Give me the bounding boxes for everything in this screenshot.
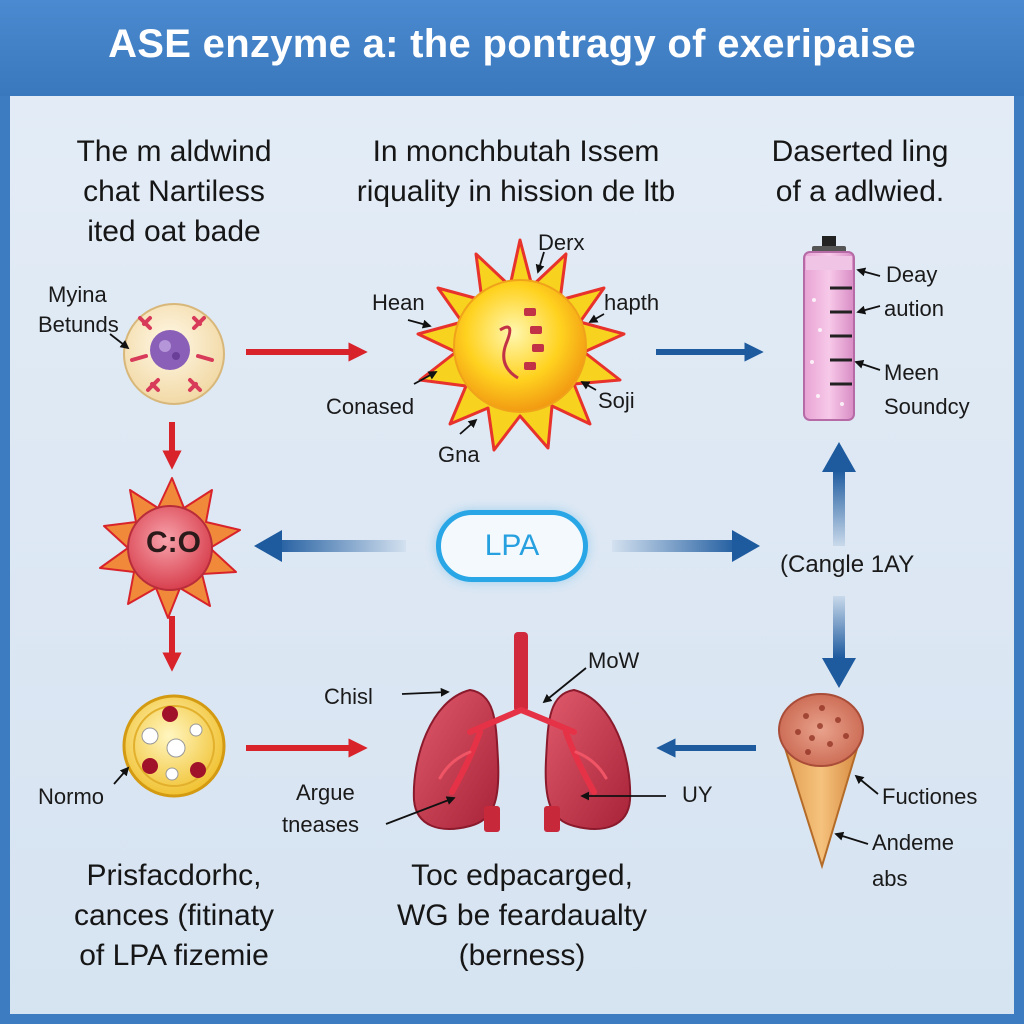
caption-line: riquality in hission de ltb: [356, 175, 676, 208]
caption-line: of a adlwied.: [775, 175, 945, 208]
caption-line: In monchbutah Issem: [372, 135, 660, 168]
label-tneases: tneases: [282, 812, 360, 837]
caption-line: Prisfacdorhc,: [86, 859, 262, 892]
spiky-cell-icon: [99, 477, 241, 619]
label-argue: Argue: [296, 780, 355, 805]
caption-line: ited oat bade: [87, 215, 261, 248]
caption-line: Toc edpacarged,: [411, 859, 633, 892]
label-normo: Normo: [38, 784, 105, 809]
caption-line: chat Nartiless: [83, 175, 265, 208]
vesicle-icon: [122, 694, 226, 798]
label-aution: aution: [884, 296, 944, 321]
arrow-lpa-to-right: [612, 540, 740, 552]
label-conased: Conased: [326, 394, 415, 419]
caption-bottom-left: Prisfacdorhc, cances (fitinaty of LPA fi…: [22, 856, 326, 976]
caption-top-center: In monchbutah Issem riquality in hission…: [318, 132, 714, 212]
sun-enzyme-icon: [416, 238, 626, 452]
arrow-lpa-to-spiky-head: [254, 530, 282, 562]
label-deay: Deay: [886, 262, 938, 287]
header-banner: ASE enzyme a: the pontragy of exeripaise: [0, 0, 1024, 96]
label-myina: Myina: [48, 282, 107, 307]
test-tube-icon: [803, 236, 855, 421]
caption-line: cances (fitinaty: [73, 899, 275, 932]
cone-tissue-icon: [778, 693, 864, 870]
caption-top-left: The m aldwind chat Nartiless ited oat ba…: [22, 132, 326, 252]
cell-icon: [123, 303, 225, 405]
lpa-center-box: LPA: [436, 510, 588, 582]
arrow-up-to-tube-head: [822, 442, 856, 472]
caption-line: WG be feardaualty: [396, 899, 648, 932]
arrow-lpa-to-right-head: [732, 530, 760, 562]
arrow-lpa-to-spiky: [272, 540, 406, 552]
label-uy: UY: [682, 782, 713, 807]
label-mow: MoW: [588, 648, 640, 673]
arrow-down-to-cone-head: [822, 658, 856, 688]
caption-line: Daserted ling: [771, 135, 949, 168]
label-fuctiones: Fuctiones: [882, 784, 978, 809]
label-hean: Hean: [372, 290, 425, 315]
caption-line: The m aldwind: [76, 135, 272, 168]
label-hapth: hapth: [604, 290, 660, 315]
red-arrows: [162, 342, 368, 758]
caption-line: (berness): [458, 939, 586, 972]
blue-arrows: [254, 342, 856, 758]
arrow-down-to-cone: [833, 596, 845, 658]
label-gna: Gna: [438, 442, 480, 467]
label-derx: Derx: [538, 230, 585, 255]
arrow-up-to-tube: [833, 470, 845, 546]
pointer-lines: [109, 251, 881, 845]
label-soji: Soji: [598, 388, 635, 413]
caption-bottom-center: Toc edpacarged, WG be feardaualty (berne…: [346, 856, 698, 976]
label-andeme: Andeme: [872, 830, 954, 855]
label-abs: abs: [872, 866, 908, 891]
label-cangle: (Cangle 1AY: [780, 551, 915, 578]
label-chisl: Chisl: [324, 684, 373, 709]
page-title: ASE enzyme a: the pontragy of exeripaise: [108, 22, 916, 66]
caption-line: of LPA fizemie: [79, 939, 269, 972]
label-betunds: Betunds: [38, 312, 119, 337]
label-meen: Meen: [884, 360, 940, 385]
spiky-cell-glyph: C:O: [146, 526, 201, 559]
label-soundcy: Soundcy: [884, 394, 970, 419]
caption-top-right: Daserted ling of a adlwied.: [730, 132, 990, 212]
lungs-icon: [412, 632, 632, 832]
